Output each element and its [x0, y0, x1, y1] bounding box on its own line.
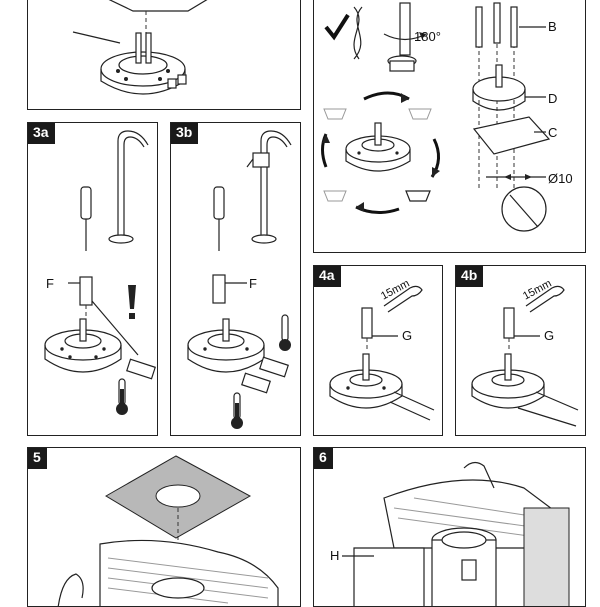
- label-c: C: [548, 125, 558, 140]
- step-6-drawing: [342, 461, 570, 606]
- step-tag: 4a: [314, 266, 341, 287]
- label-f: F: [46, 276, 54, 291]
- panel-4a: 4a 15mm G: [313, 265, 443, 436]
- label-g: G: [402, 328, 413, 343]
- panel-6: 6 H: [313, 447, 586, 607]
- panel-3a: 3a F: [27, 122, 158, 436]
- label-f: F: [249, 276, 257, 291]
- step-3b-drawing: [187, 130, 292, 429]
- step-tag: 3a: [28, 123, 55, 144]
- thermometer-hot-icon: [231, 392, 243, 429]
- panel-5: 5: [27, 447, 301, 607]
- step-tag: 5: [28, 448, 47, 469]
- label-h: H: [330, 548, 340, 563]
- panel-4b: 4b 15mm G: [455, 265, 586, 436]
- thermometer-cold-icon: [279, 314, 291, 351]
- step-5-drawing: [57, 455, 279, 606]
- step-tag: 6: [314, 448, 333, 469]
- label-diameter: Ø10: [548, 171, 573, 186]
- label-d: D: [548, 91, 558, 106]
- install-drawing: [321, 2, 551, 232]
- thermometer-hot-icon: [116, 378, 128, 415]
- step-4b-drawing: [471, 285, 579, 427]
- step-tag: 3b: [171, 123, 199, 144]
- panel-3b: 3b F: [170, 122, 301, 436]
- warning-icon: [128, 285, 136, 319]
- valve-body-drawing: [72, 0, 208, 95]
- rotate-arrows-icon: [321, 91, 440, 214]
- label-angle: 180°: [414, 29, 441, 44]
- step-3a-drawing: [44, 130, 156, 415]
- step-tag: 4b: [456, 266, 484, 287]
- label-g: G: [544, 328, 555, 343]
- label-b: B: [548, 19, 557, 34]
- panel-step-3-install: 180° B D C Ø10: [313, 0, 586, 253]
- check-icon: [324, 13, 350, 41]
- step-4a-drawing: [329, 285, 435, 421]
- panel-step-2: [27, 0, 301, 110]
